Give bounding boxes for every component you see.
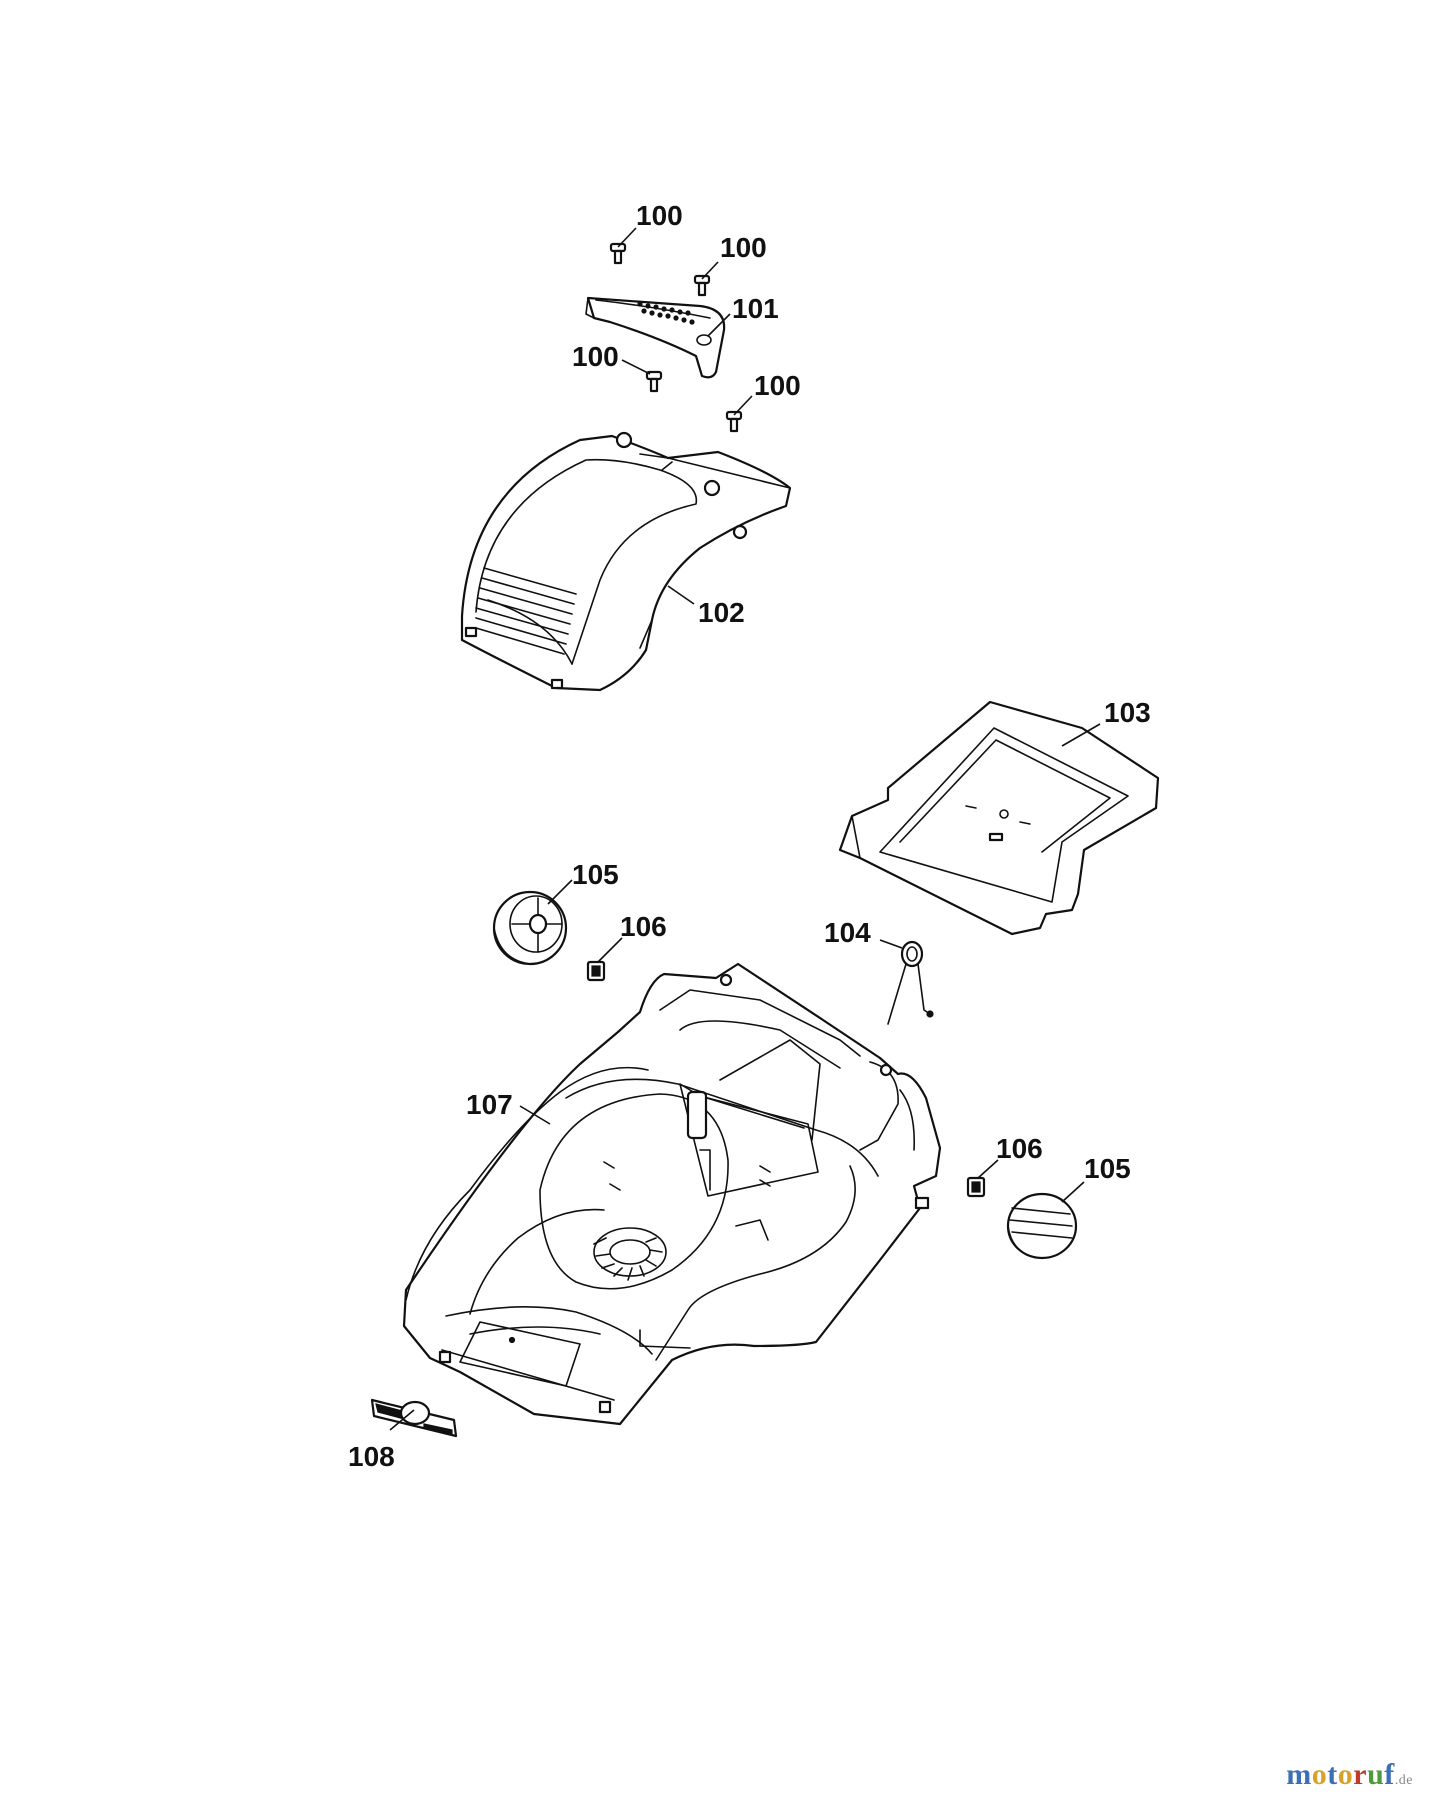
wheel-cap-part-105-a [492,890,568,966]
watermark-suffix: .de [1394,1773,1413,1788]
grille-slots [475,567,577,655]
callout-106-b: 106 [996,1133,1043,1164]
nut-part-106-a [586,960,606,982]
wheel-cap-part-105-b [1006,1192,1078,1260]
callout-102: 102 [698,597,745,628]
badge-part-108 [370,1398,458,1438]
callout-104: 104 [824,917,871,948]
callout-labels: 100 100 101 100 100 102 103 105 106 104 … [348,200,1151,1472]
mower-deck-part-107 [402,962,942,1426]
fan-blades [593,1237,663,1281]
leader-lines [389,227,1101,1431]
callout-101: 101 [732,293,779,324]
callout-100-d: 100 [754,370,801,401]
watermark-text: motoruf [1286,1758,1395,1791]
callout-105-b: 105 [1084,1153,1131,1184]
screw-100-b [693,274,711,297]
callout-108: 108 [348,1441,395,1472]
callout-105-a: 105 [572,859,619,890]
screw-100-d [725,410,743,433]
screw-100-c [645,370,663,393]
flap-part-103 [838,700,1160,936]
nut-part-106-b [966,1176,986,1198]
watermark-logo: motoruf.de [1286,1758,1413,1792]
spring-part-104 [887,940,934,1025]
vent-holes [637,301,695,325]
callout-103: 103 [1104,697,1151,728]
callout-100-c: 100 [572,341,619,372]
motor-cover-part-102 [460,431,792,692]
callout-107: 107 [466,1089,513,1120]
callout-100-a: 100 [636,200,683,231]
screw-100-a [609,242,627,265]
handle-part-101 [585,296,726,379]
callout-100-b: 100 [720,232,767,263]
callout-106-a: 106 [620,911,667,942]
